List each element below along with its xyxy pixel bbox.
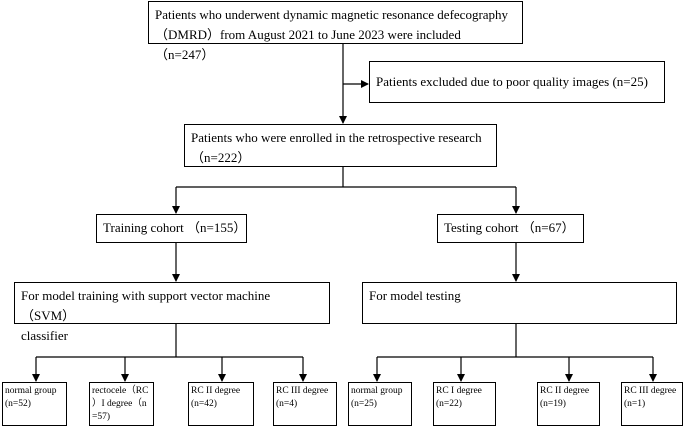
excluded-box: Patients excluded due to poor quality im… <box>369 61 665 103</box>
training-group-normal-text: normal group (n=52) <box>5 386 57 409</box>
testing-group-rc3: RC III degree (n=1) <box>621 382 683 426</box>
training-group-rc3-text: RC III degree (n=4) <box>276 386 329 409</box>
enrolled-text: Patients who were enrolled in the retros… <box>191 130 482 165</box>
training-group-normal: normal group (n=52) <box>2 382 67 426</box>
training-purpose-text: For model training with support vector m… <box>21 288 271 343</box>
training-group-rc2-text: RC II degree (n=42) <box>191 386 241 409</box>
testing-group-rc2-text: RC II degree (n=19) <box>540 386 590 409</box>
testing-group-normal-text: normal group (n=25) <box>351 386 403 409</box>
testing-cohort-text: Testing cohort （n=67） <box>444 220 575 235</box>
training-cohort-text: Training cohort （n=155） <box>103 220 247 235</box>
testing-group-rc1-text: RC I degree (n=22) <box>436 386 482 409</box>
testing-group-rc3-text: RC III degree (n=1) <box>624 386 677 409</box>
included-box: Patients who underwent dynamic magnetic … <box>148 1 523 62</box>
training-group-rc2: RC II degree (n=42) <box>188 382 254 426</box>
training-group-rc3: RC III degree (n=4) <box>273 382 337 426</box>
training-cohort-box: Training cohort （n=155） <box>96 214 247 243</box>
excluded-text: Patients excluded due to poor quality im… <box>376 74 648 89</box>
testing-purpose-text: For model testing <box>369 288 461 303</box>
testing-purpose-box: For model testing <box>362 282 677 324</box>
enrolled-box: Patients who were enrolled in the retros… <box>184 124 497 167</box>
training-group-rc1-text: rectocele（RC ）I degree（n =57) <box>92 386 149 422</box>
testing-cohort-box: Testing cohort （n=67） <box>437 214 584 243</box>
training-group-rc1: rectocele（RC ）I degree（n =57) <box>89 382 154 426</box>
testing-group-rc1: RC I degree (n=22) <box>433 382 496 426</box>
training-purpose-box: For model training with support vector m… <box>14 282 330 343</box>
included-text: Patients who underwent dynamic magnetic … <box>155 7 509 62</box>
testing-group-rc2: RC II degree (n=19) <box>537 382 600 426</box>
testing-group-normal: normal group (n=25) <box>348 382 412 426</box>
